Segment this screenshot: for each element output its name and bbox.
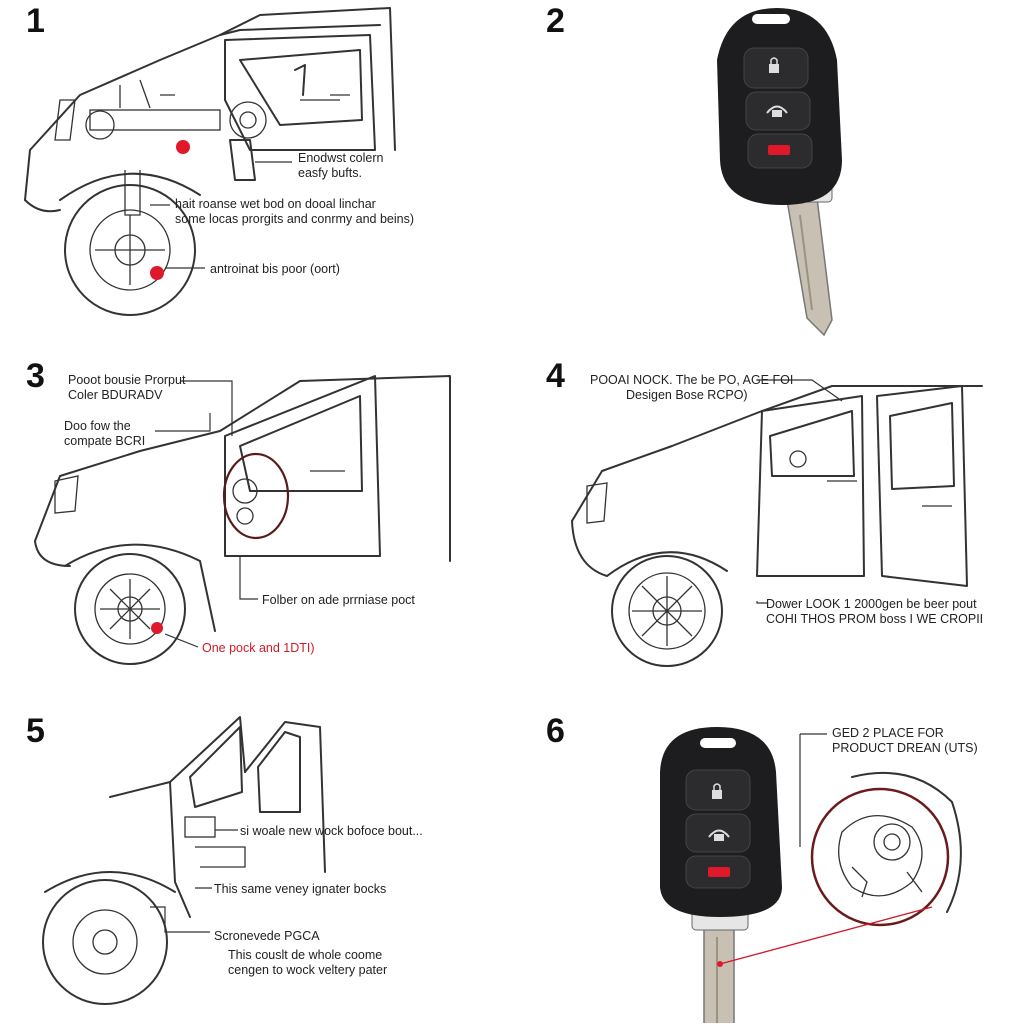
callout-label: PRODUCT DREAN (UTS) [832, 741, 978, 755]
callout-label: Desigen Bose RCPO) [626, 388, 748, 402]
step-number: 1 [26, 2, 45, 40]
step-number: 4 [546, 357, 565, 395]
callout-label: Doo fow the [64, 419, 131, 433]
step-panel-5: 5 si woale new wock bofoce bout... This … [0, 682, 512, 1023]
step-number: 6 [546, 712, 565, 750]
key-fob-illustration [717, 8, 842, 337]
callout-label: Dower LOOK 1 2000gen be beer pout [766, 597, 977, 611]
callout-label: POOAI NOCK. The be PO, AGE FOI [590, 373, 794, 387]
key-fob-internal-illustration [660, 727, 962, 1023]
callout-label: cengen to wock veltery pater [228, 963, 388, 977]
marker-dot [150, 266, 164, 280]
step-panel-1: 1 Enodwst colern easfy bufts. hai [0, 0, 512, 341]
callout-label: Coler BDURADV [68, 388, 163, 402]
marker-dot [151, 622, 163, 634]
callout-label: This couslt de whole coome [228, 948, 383, 962]
callout-label: Folber on ade prrniase poct [262, 593, 415, 607]
callout-label: compate BCRI [64, 434, 146, 448]
step-panel-6: 6 GED 2 PLACE FOR PRODUCT D [512, 682, 1024, 1023]
marker-dot [717, 961, 723, 967]
panic-icon [768, 145, 790, 155]
unlock-icon [708, 829, 730, 841]
callout-label: Enodwst colern [298, 151, 384, 165]
callout-label: GED 2 PLACE FOR [832, 726, 944, 740]
car-open-doors-illustration [571, 379, 983, 667]
highlight-circle [810, 787, 950, 927]
callout-label: Scronevede PGCA [214, 929, 320, 943]
unlock-icon [766, 105, 788, 117]
callout-label: This same veney ignater bocks [214, 882, 387, 896]
step-panel-2: 2 [512, 0, 1024, 341]
callout-label: antroinat bis poor (oort) [210, 262, 340, 276]
highlight-circle [222, 452, 290, 540]
callout-label: hait roanse wet bod on dooal linchar [175, 197, 376, 211]
step-panel-3: 3 Pooot bousie Prorput Coler BDURADV Doo… [0, 341, 512, 682]
panic-icon [708, 867, 730, 877]
lock-icon [769, 57, 779, 73]
callout-label: Pooot bousie Prorput [68, 373, 186, 387]
marker-dot [176, 140, 190, 154]
door-hinge-illustration [42, 716, 326, 1005]
step-number: 3 [26, 357, 45, 395]
callout-label: easfy bufts. [298, 166, 362, 180]
callout-label: COHI THOS PROM boss I WE CROPII [766, 612, 984, 626]
car-door-panel-illustration [34, 375, 451, 665]
callout-label: some locas prorgits and conrmy and beins… [175, 212, 415, 226]
callout-label: si woale new wock bofoce bout... [240, 824, 423, 838]
car-front-door-illustration [24, 7, 396, 316]
lock-icon [712, 783, 722, 799]
step-number: 5 [26, 712, 45, 750]
step-panel-4: 4 POOAI NOCK. The be PO, AGE FOI Desigen… [512, 341, 1024, 682]
step-number: 2 [546, 2, 565, 40]
callout-label: One pock and 1DTI) [202, 641, 315, 655]
